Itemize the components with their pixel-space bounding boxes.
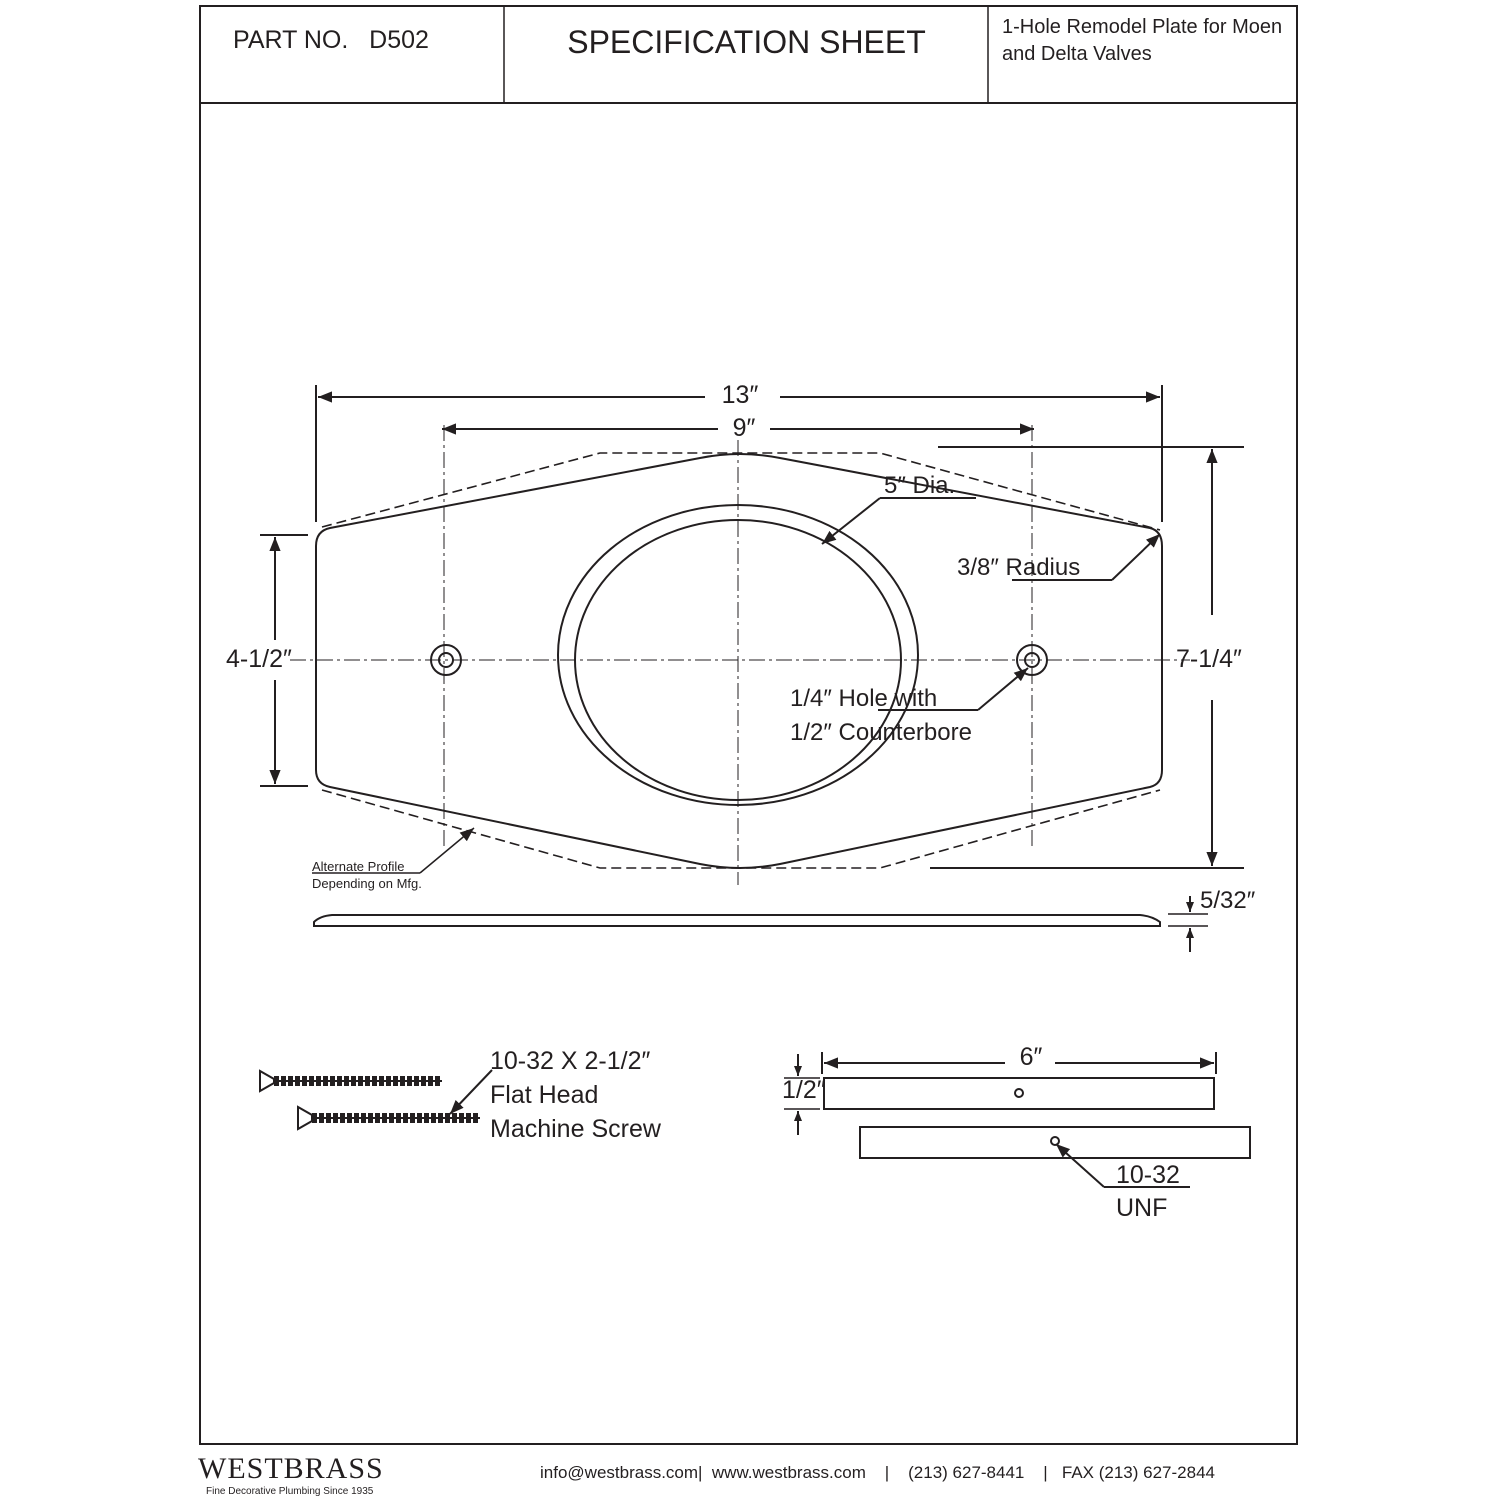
- dim-edge-height-label: 4-1/2″: [226, 645, 292, 673]
- description-line-2: and Delta Valves: [1002, 43, 1152, 65]
- dim-overall-height: [930, 446, 1244, 869]
- screw-line1: 10-32 X 2-1/2″: [490, 1047, 650, 1075]
- part-number: PART NO. D502: [233, 26, 429, 55]
- brand-tagline: Fine Decorative Plumbing Since 1935: [206, 1486, 374, 1497]
- leader-alternate-profile: [312, 827, 475, 874]
- dim-corner-radius-label: 3/8″ Radius: [957, 554, 1080, 581]
- thread-line2: UNF: [1116, 1194, 1167, 1222]
- leader-hole-note: [878, 667, 1029, 711]
- contact-info: info@westbrass.com| www.westbrass.com | …: [540, 1463, 1215, 1483]
- website-link[interactable]: www.westbrass.com: [711, 1463, 866, 1482]
- dim-hole-spacing-label: 9″: [733, 414, 756, 442]
- hole-note-line1: 1/4″ Hole with: [790, 685, 937, 712]
- mounting-hole-left: [430, 644, 462, 676]
- email-link[interactable]: info@westbrass.com: [540, 1463, 699, 1482]
- page-title: SPECIFICATION SHEET: [567, 24, 926, 60]
- description-line-1: 1-Hole Remodel Plate for Moen: [1002, 16, 1283, 38]
- brand-logo: WESTBRASS: [198, 1452, 384, 1485]
- dim-bar-height-label: 1/2″: [782, 1076, 826, 1104]
- leader-center-dia: [821, 497, 976, 545]
- leader-screw: [449, 1069, 493, 1115]
- part-number-label: PART NO.: [233, 26, 349, 54]
- dim-edge-height: [260, 534, 308, 787]
- screw-line3: Machine Screw: [490, 1115, 662, 1143]
- dim-bar-height: [784, 1054, 820, 1135]
- mounting-bar-2: [859, 1126, 1251, 1159]
- fax-number: FAX (213) 627-2844: [1061, 1463, 1215, 1482]
- dim-bar-length: [821, 1052, 1217, 1074]
- remodel-plate-top-view: [315, 453, 1163, 869]
- product-description: 1-Hole Remodel Plate for Moen and Delta …: [1002, 14, 1294, 68]
- phone-number: (213) 627-8441: [908, 1463, 1025, 1482]
- dim-overall-height-label: 7-1/4″: [1176, 645, 1242, 673]
- sheet-frame: [199, 5, 1298, 1445]
- separator: |: [1043, 1463, 1048, 1482]
- dim-bar-length-label: 6″: [1020, 1043, 1043, 1071]
- screw-line2: Flat Head: [490, 1081, 598, 1109]
- dim-overall-width: [315, 385, 1163, 522]
- hole-note-line2: 1/2″ Counterbore: [790, 719, 972, 746]
- alt-profile-line2: Depending on Mfg.: [312, 876, 422, 891]
- separator: |: [698, 1463, 703, 1482]
- machine-screw-1: [259, 1069, 442, 1093]
- dim-overall-width-label: 13″: [722, 381, 759, 409]
- mounting-hole-right: [1016, 644, 1048, 676]
- machine-screw-2: [297, 1105, 480, 1131]
- separator: |: [884, 1463, 890, 1482]
- dim-center-dia-label: 5″ Dia.: [884, 472, 955, 499]
- remodel-plate-side-view: [313, 896, 1208, 952]
- dim-thickness-label: 5/32″: [1200, 887, 1256, 914]
- part-number-value: D502: [369, 26, 429, 54]
- mounting-bar-1: [823, 1077, 1215, 1110]
- alt-profile-line1: Alternate Profile: [312, 859, 405, 874]
- thread-line1: 10-32: [1116, 1161, 1180, 1189]
- centerlines: [290, 425, 1190, 885]
- leader-corner-radius: [1012, 533, 1161, 581]
- leader-thread: [1055, 1143, 1190, 1188]
- center-opening: [557, 504, 919, 806]
